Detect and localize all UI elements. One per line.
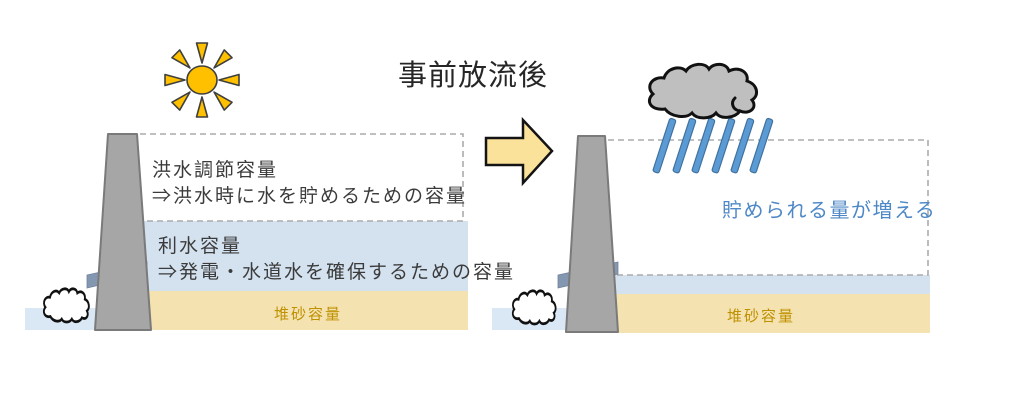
- flood-capacity-label-line2: ⇒洪水時に水を貯めるための容量: [152, 186, 468, 207]
- left-water-region: [132, 221, 468, 291]
- right-sediment-capacity-label: 堆砂容量: [726, 308, 795, 325]
- left-sediment-region: [132, 291, 468, 330]
- spray-cloud-icon: [42, 287, 91, 324]
- page-title: 事前放流後: [398, 60, 549, 92]
- right-dam: [565, 135, 619, 333]
- left-sediment-capacity-label: 堆砂容量: [273, 306, 342, 323]
- storable-amount-increase-label: 貯められる量が増える: [722, 200, 937, 222]
- left-flood-capacity-dashed-box: [119, 133, 464, 222]
- right-reservoir: [492, 135, 930, 333]
- left-reservoir: [25, 133, 468, 331]
- rain-streaks-icon: [652, 117, 774, 174]
- spray-cloud-icon: [511, 289, 558, 326]
- left-dam: [94, 133, 152, 331]
- utility-capacity-label-line1: 利水容量: [158, 236, 243, 257]
- block-arrow-right-icon: [484, 116, 554, 187]
- sun-icon: [164, 42, 240, 118]
- right-sediment-region: [592, 294, 930, 333]
- utility-capacity-label-line2: ⇒発電・水道水を確保するための容量: [158, 262, 516, 283]
- right-water-region: [592, 275, 930, 294]
- rain-cloud-icon: [647, 62, 759, 120]
- flood-capacity-label-line1: 洪水調節容量: [152, 160, 279, 181]
